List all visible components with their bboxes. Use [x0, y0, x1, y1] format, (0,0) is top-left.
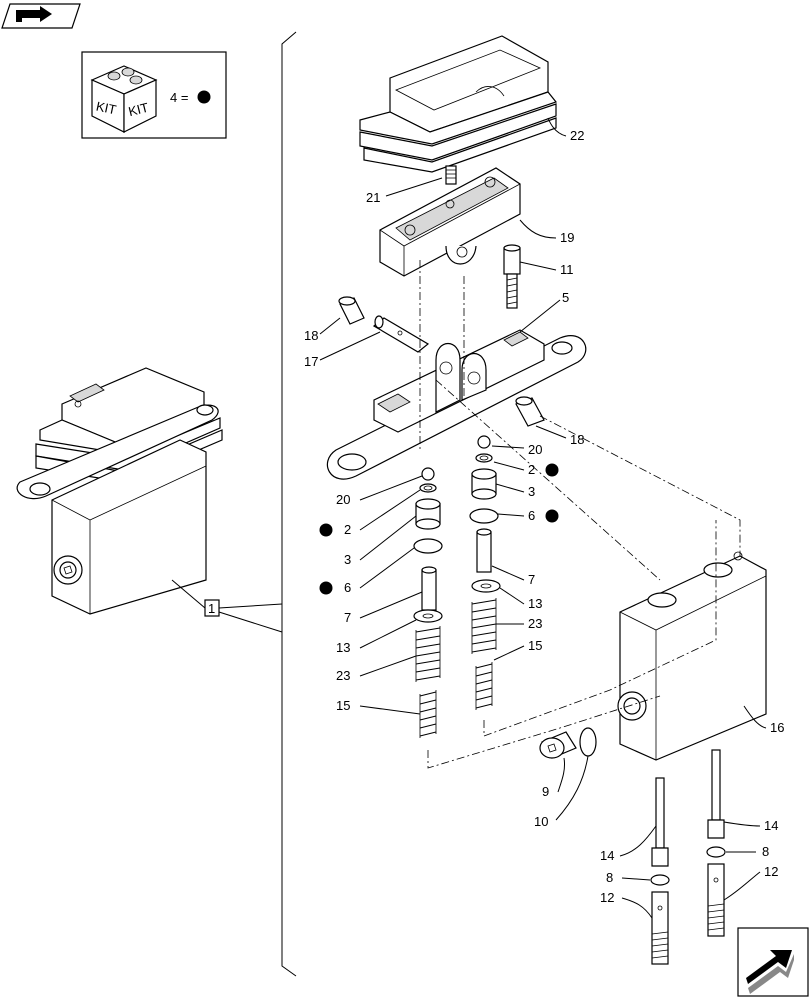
part-18-bushing-top [338, 296, 365, 325]
callout-7-left: 7 [344, 610, 351, 625]
part-3-seal-left [415, 498, 441, 530]
leader-lines [319, 117, 767, 919]
part-13-retainer-right [471, 579, 501, 593]
callout-18-top: 18 [304, 328, 318, 343]
callout-6-left: 6 [344, 580, 351, 595]
callout-11: 11 [560, 262, 574, 277]
callout-3-right: 3 [528, 484, 535, 499]
kit-bullet-icon [197, 90, 211, 104]
part-19-top-plate [379, 167, 521, 277]
callout-15-left: 15 [336, 698, 350, 713]
callout-20-right: 20 [528, 442, 542, 457]
kit-equation: 4 = [170, 90, 188, 105]
callout-7-right: 7 [528, 572, 535, 587]
callout-22: 22 [570, 128, 584, 143]
book-arrow-icon[interactable] [1, 3, 81, 29]
callout-10: 10 [534, 814, 548, 829]
kit-bullet-6-right [545, 509, 559, 523]
assembly-ref-number: 1 [208, 601, 215, 616]
part-18-bushing-bottom [515, 396, 545, 427]
part-8-ring-right [706, 846, 726, 858]
callout-19: 19 [560, 230, 574, 245]
callout-17: 17 [304, 354, 318, 369]
part-9-plug [539, 731, 577, 759]
part-3-seal-right [471, 468, 497, 500]
part-17-pin [372, 315, 430, 353]
part-23-spring-left [415, 626, 441, 682]
part-12-stem-left [651, 891, 669, 965]
kit-legend-box: KIT KIT 4 = [81, 51, 227, 139]
callout-13-left: 13 [336, 640, 350, 655]
part-16-valve-body [617, 551, 767, 761]
assembly-reference[interactable]: 1 [171, 579, 283, 633]
part-13-retainer-left [413, 609, 443, 623]
part-11-cap-screw [503, 244, 521, 309]
callout-3-left: 3 [344, 552, 351, 567]
kit-bullet-2-right [545, 463, 559, 477]
callout-14-right: 14 [764, 818, 778, 833]
part-7-plunger-right [476, 528, 492, 573]
callout-2-left: 2 [344, 522, 351, 537]
callout-13-right: 13 [528, 596, 542, 611]
callout-12-right: 12 [764, 864, 778, 879]
part-21-grub-screw [445, 165, 457, 185]
part-15-spring-left [419, 690, 437, 738]
assembled-valve [16, 367, 223, 615]
kit-box-icon: KIT KIT [90, 65, 158, 133]
kit-bullet-6-left [319, 581, 333, 595]
callout-21: 21 [366, 190, 380, 205]
part-12-stem-right [707, 863, 725, 937]
part-6-oring-right [469, 508, 499, 524]
callout-23-right: 23 [528, 616, 542, 631]
part-6-oring-left [413, 538, 443, 554]
callout-labels: 22 21 19 11 5 18 17 18 20 2 3 6 7 13 23 … [304, 128, 784, 905]
callout-9: 9 [542, 784, 549, 799]
callout-15-right: 15 [528, 638, 542, 653]
part-8-ring-left [650, 874, 670, 886]
kit-bullets [319, 463, 559, 595]
callout-16: 16 [770, 720, 784, 735]
kit-word-right: KIT [127, 100, 150, 119]
part-7-plunger-left [421, 566, 437, 611]
callout-14-left: 14 [600, 848, 614, 863]
part-14-pin-left [651, 777, 669, 867]
assembly-centerlines [419, 260, 741, 769]
part-2-washer-left [419, 483, 437, 493]
callout-20-left: 20 [336, 492, 350, 507]
part-10-oring [579, 727, 597, 757]
part-20-ball-right [477, 435, 491, 449]
part-15-spring-right [475, 662, 493, 710]
callout-8-right: 8 [762, 844, 769, 859]
callout-8-left: 8 [606, 870, 613, 885]
part-23-spring-right [471, 598, 497, 654]
part-14-pin-right [707, 749, 725, 839]
part-5-lever-base [326, 329, 587, 480]
part-22-boot [359, 35, 558, 173]
callout-5: 5 [562, 290, 569, 305]
bracket-line [281, 31, 297, 977]
kit-bullet-2-left [319, 523, 333, 537]
callout-12-left: 12 [600, 890, 614, 905]
callout-2-right: 2 [528, 462, 535, 477]
kit-word-left: KIT [95, 99, 118, 118]
callout-6-right: 6 [528, 508, 535, 523]
callout-23-left: 23 [336, 668, 350, 683]
callout-18-bottom: 18 [570, 432, 584, 447]
next-page-arrow-icon[interactable] [737, 927, 809, 997]
part-20-ball-left [421, 467, 435, 481]
part-2-washer-right [475, 453, 493, 463]
